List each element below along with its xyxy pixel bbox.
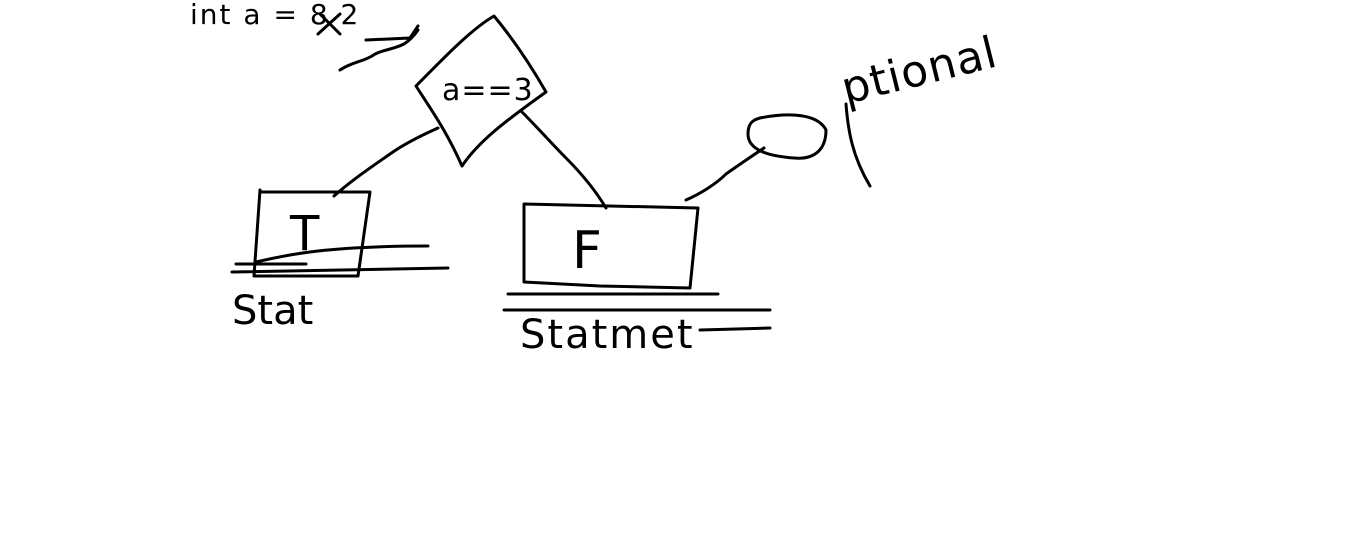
- false-box-label: F: [572, 221, 602, 281]
- false-branch-node: F Statmet: [502, 202, 772, 358]
- optional-bracket: [844, 102, 872, 188]
- false-box-underline-3: [698, 326, 772, 332]
- true-branch-caption: Stat: [232, 288, 313, 334]
- optional-connector: [684, 146, 766, 202]
- true-branch-connector: [332, 126, 440, 198]
- true-box-underline-1: [254, 244, 430, 264]
- false-box-shape: [522, 202, 700, 290]
- true-box-shape: [252, 188, 372, 278]
- note-strike-scribble: [316, 12, 342, 36]
- note-annotation: int a = 8 2: [190, 0, 420, 72]
- optional-label: ptional: [836, 27, 1002, 115]
- optional-oval-shape: [746, 113, 828, 160]
- decision-node: a==3: [414, 14, 548, 168]
- false-branch-caption: Statmet: [520, 312, 695, 358]
- decision-label: a==3: [442, 73, 534, 108]
- optional-annotation: ptional: [684, 27, 1002, 202]
- false-branch-connector: [520, 110, 608, 210]
- decision-diamond-shape: [414, 14, 548, 168]
- true-branch-node: T Stat: [230, 188, 450, 334]
- note-underline-scribble: [338, 24, 420, 72]
- note-text: int a = 8 2: [190, 0, 360, 31]
- true-box-underline-3: [230, 266, 450, 274]
